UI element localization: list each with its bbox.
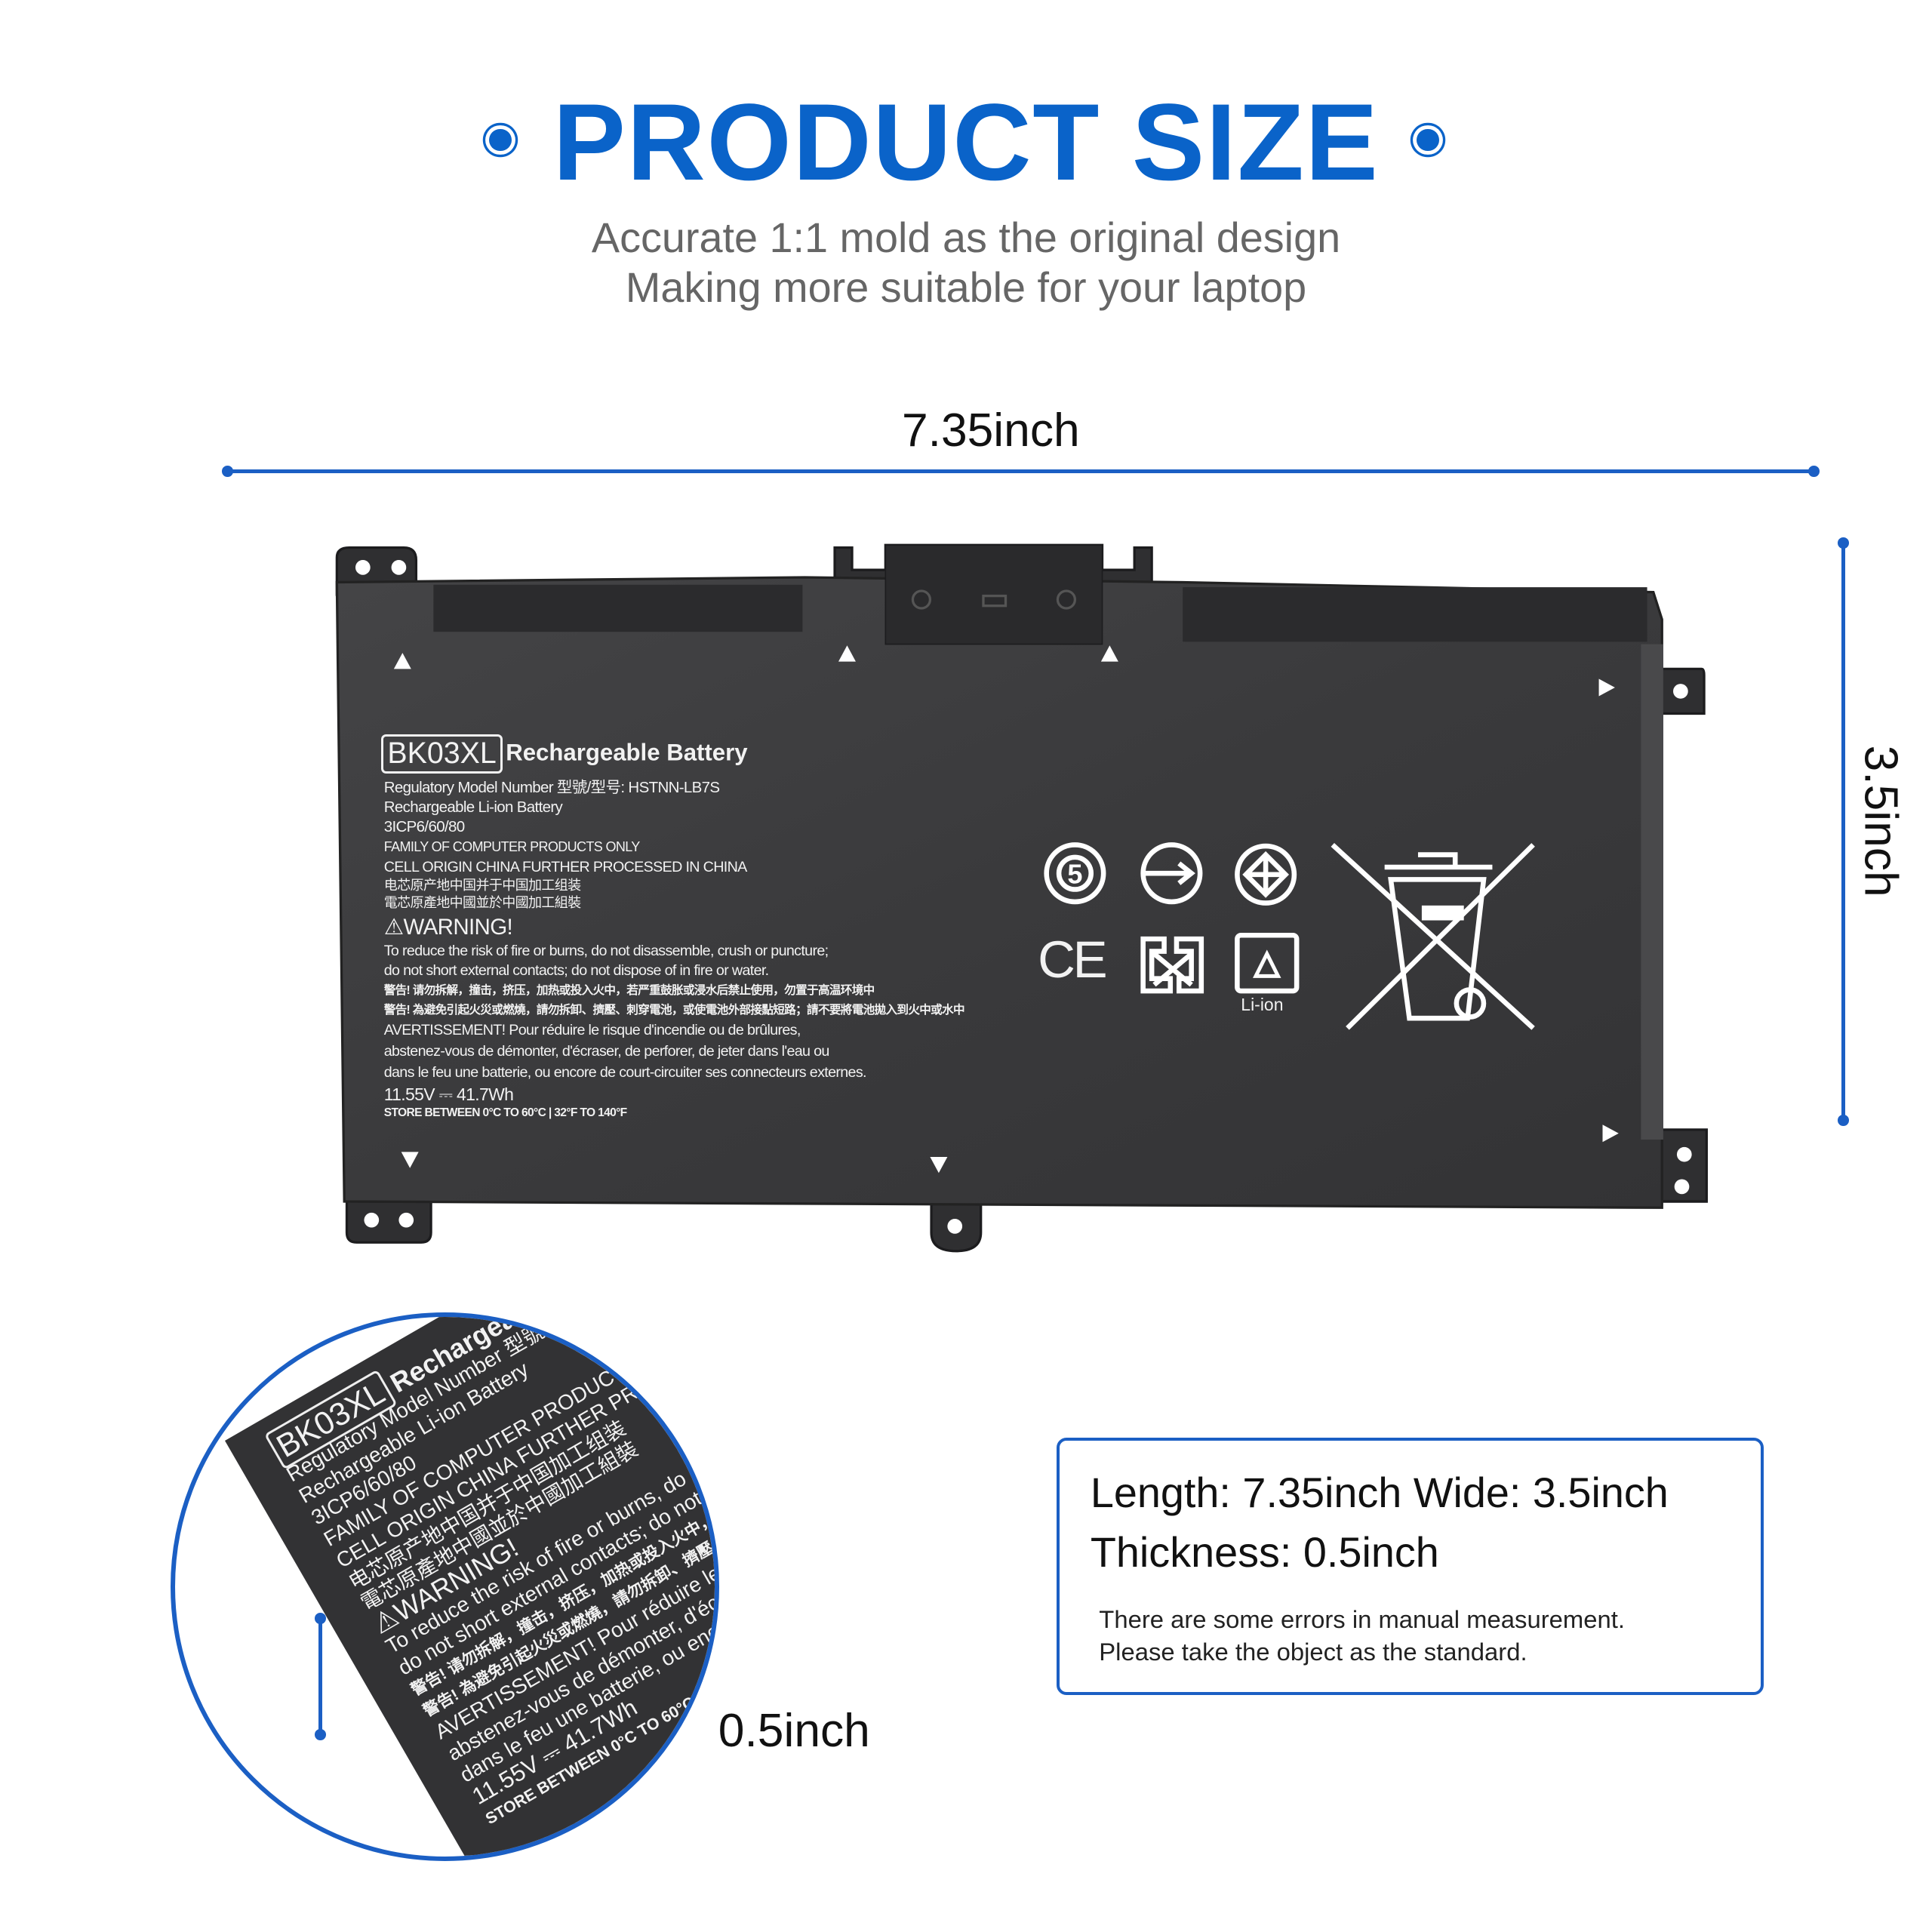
battery-title: Rechargeable Battery: [506, 739, 748, 766]
thickness-marker-line: [318, 1618, 323, 1735]
battery-spec-lines: Regulatory Model Number 型號/型号: HSTNN-LB7…: [383, 778, 965, 1121]
warning-line: 警告! 请勿拆解，撞击，挤压，加热或投入火中，若严重鼓胀或浸水后禁止使用，勿置于…: [383, 983, 875, 997]
length-dimension-line: [226, 469, 1815, 473]
connector-screws: [911, 589, 1077, 610]
spec-line: Rechargeable Li-ion Battery: [383, 798, 563, 816]
info-note-line: There are some errors in manual measurem…: [1099, 1605, 1625, 1634]
warning-line: dans le feu une batterie, ou encore de c…: [383, 1063, 867, 1081]
line-end-dot: [1838, 537, 1850, 549]
bullet-dot-left-icon: [489, 128, 512, 152]
warning-line: AVERTISSEMENT! Pour réduire le risque d'…: [383, 1022, 801, 1039]
rating: 11.55V ⎓ 41.7Wh: [383, 1084, 514, 1104]
warning-line: 警告! 為避免引起火災或燃燒，請勿拆卸、擠壓、刺穿電池，或使電池外部接點短路；請…: [383, 1003, 965, 1017]
ridge: [1183, 587, 1647, 642]
ridge: [433, 584, 803, 632]
width-dimension-line: [1841, 542, 1846, 1121]
thickness-detail-circle: BK03XL Rechargeable Battery Regulatory M…: [171, 1312, 720, 1862]
spec-line: 電芯原產地中國並於中國加工組裝: [383, 894, 582, 910]
info-note-line: Please take the object as the standard.: [1099, 1638, 1527, 1666]
line-end-dot: [315, 1729, 327, 1741]
line-end-dot: [221, 466, 233, 477]
epup-5-icon: [1044, 842, 1106, 905]
thickness-label: 0.5inch: [718, 1705, 870, 1758]
arrow-circle-icon: [1140, 842, 1203, 905]
warning-line: do not short external contacts; do not d…: [383, 962, 769, 980]
epup-5-digit: 5: [1067, 858, 1082, 889]
closeup-label-text: BK03XL Rechargeable Battery Regulatory M…: [263, 1317, 715, 1831]
length-label: 7.35inch: [901, 404, 1080, 457]
line-end-dot: [315, 1613, 327, 1625]
line-end-dot: [1838, 1114, 1850, 1126]
model-badge: BK03XL: [381, 734, 503, 774]
alignment-triangles: [393, 645, 1619, 1174]
diamond-circle-icon: [1235, 843, 1297, 906]
info-thickness: Thickness: 0.5inch: [1090, 1528, 1439, 1577]
spec-line: FAMILY OF COMPUTER PRODUCTS ONLY: [383, 839, 641, 855]
side-edge: [1641, 644, 1663, 1140]
taiwan-recycle-icon: [1140, 936, 1204, 994]
bullet-dot-right-icon: [1417, 128, 1439, 152]
storage-temp: STORE BETWEEN 0°C TO 60°C | 32°F TO 140°…: [383, 1106, 627, 1120]
page-title: PRODUCT SIZE: [552, 80, 1380, 203]
spec-line: 电芯原产地中国并于中国加工组装: [383, 877, 582, 893]
battery-corner-closeup: BK03XL Rechargeable Battery Regulatory M…: [225, 1317, 715, 1857]
spec-line: 3ICP6/60/80: [383, 818, 465, 836]
battery-image: 5: [335, 543, 1708, 1253]
battery-body: [335, 576, 1663, 1209]
warning-line: To reduce the risk of fire or burns, do …: [383, 943, 829, 960]
battery-label: BK03XL Rechargeable Battery: [381, 734, 748, 774]
spec-line: Regulatory Model Number 型號/型号: HSTNN-LB7…: [383, 778, 720, 796]
info-length-width: Length: 7.35inch Wide: 3.5inch: [1090, 1469, 1669, 1517]
mount-ear: [345, 1198, 432, 1244]
subtitle-line-1: Accurate 1:1 mold as the original design: [591, 214, 1341, 262]
dimensions-info-box: Length: 7.35inch Wide: 3.5inch Thickness…: [1056, 1438, 1764, 1696]
warning-triangle-icon: ⚠: [383, 915, 404, 940]
crossed-bin-icon: [1331, 843, 1535, 1030]
recycle-icon: [1235, 932, 1300, 994]
warning-line: abstenez-vous de démonter, d'écraser, de…: [383, 1043, 830, 1060]
warning-heading: WARNING!: [403, 915, 513, 940]
subtitle-line-2: Making more suitable for your laptop: [625, 263, 1307, 311]
spec-line: CELL ORIGIN CHINA FURTHER PROCESSED IN C…: [383, 858, 748, 875]
ce-mark-icon: CE: [1038, 931, 1107, 989]
li-ion-label: Li-ion: [1241, 994, 1284, 1014]
mounting-holes: [355, 560, 1692, 1234]
line-end-dot: [1807, 466, 1820, 477]
